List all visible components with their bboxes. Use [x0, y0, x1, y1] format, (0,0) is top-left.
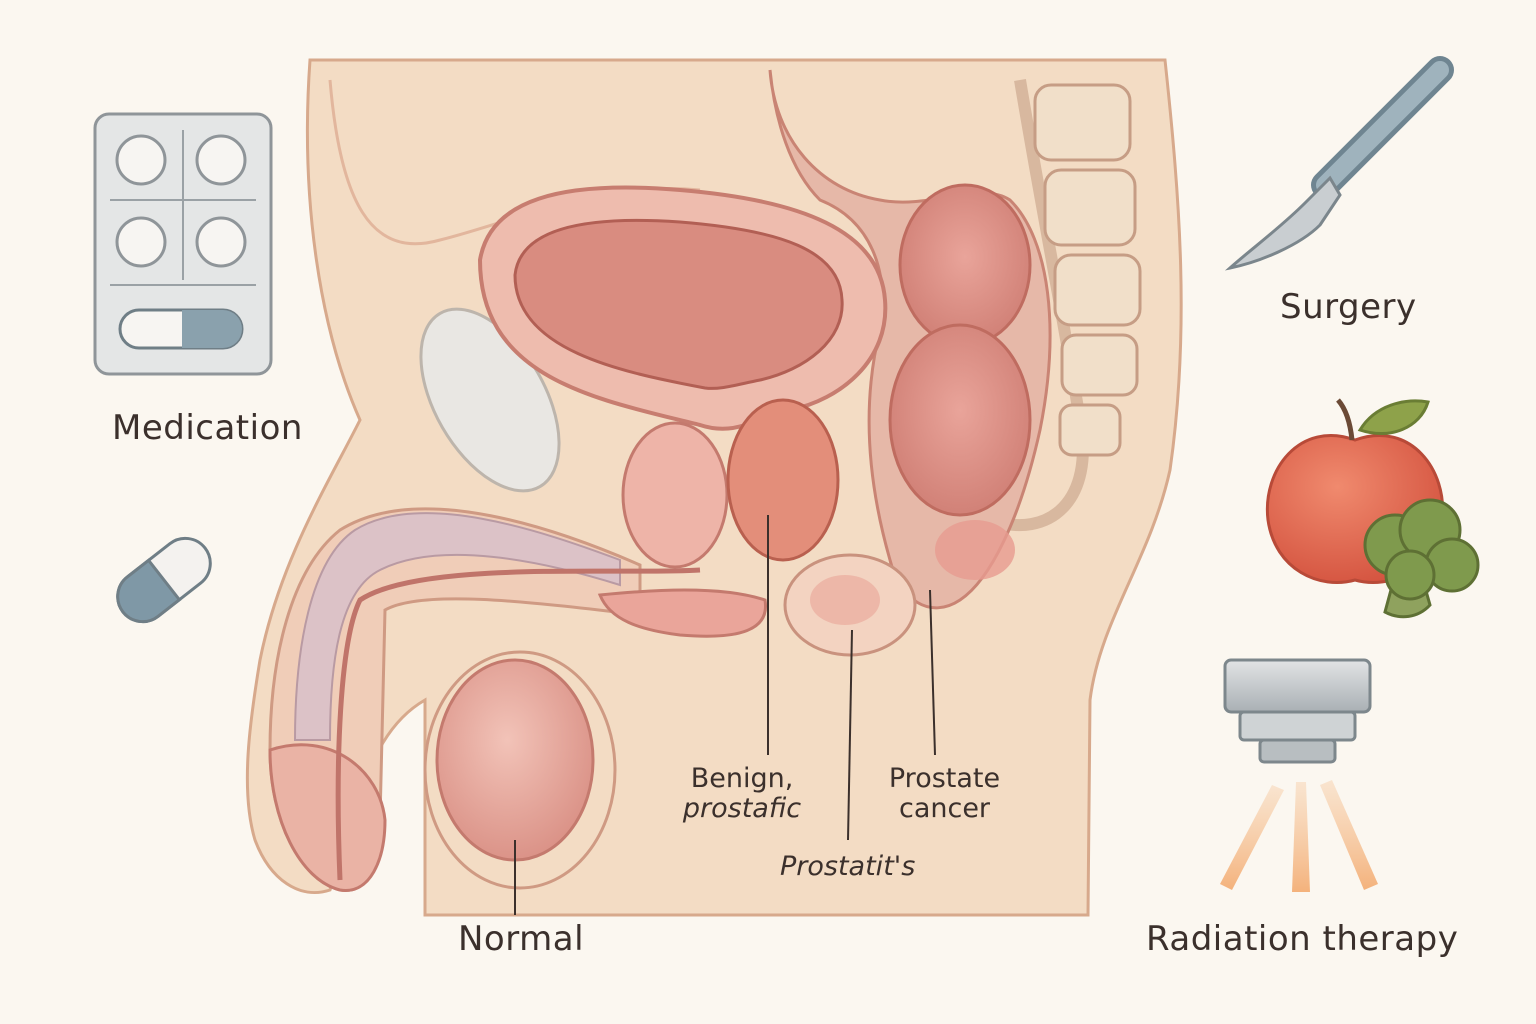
prostatitis-label: Prostatit's	[780, 851, 916, 882]
rectum	[768, 69, 1052, 610]
prostate-cancer-line1: Prostate	[888, 763, 1001, 794]
benign-label-line2: prostafic	[682, 793, 802, 825]
cancer-lesion	[935, 520, 1015, 580]
benign-label: Benign, prostafic	[662, 763, 822, 825]
bladder	[477, 185, 888, 431]
testis	[423, 650, 617, 890]
radiation-therapy-label: Radiation therapy	[1146, 919, 1459, 959]
scalpel-icon	[1224, 56, 1454, 271]
capsule-icon	[116, 536, 212, 624]
penis	[268, 507, 768, 892]
prostate-cancer-line2: cancer	[898, 793, 991, 825]
broccoli-icon	[1363, 498, 1480, 619]
surgery-label: Surgery	[1280, 287, 1417, 327]
spine	[988, 79, 1142, 531]
leader-lines	[514, 515, 936, 915]
benign-enlarged-prostate	[726, 398, 840, 562]
radiation-device-icon	[1220, 658, 1378, 892]
normal-label: Normal	[458, 919, 585, 959]
benign-label-line1: Benign,	[690, 763, 794, 794]
prostate-lobe	[621, 421, 729, 569]
prostate-cancer-label: Prostate cancer	[872, 763, 1017, 825]
medication-label: Medication	[112, 408, 303, 448]
pill-blister-pack-icon	[93, 112, 273, 376]
